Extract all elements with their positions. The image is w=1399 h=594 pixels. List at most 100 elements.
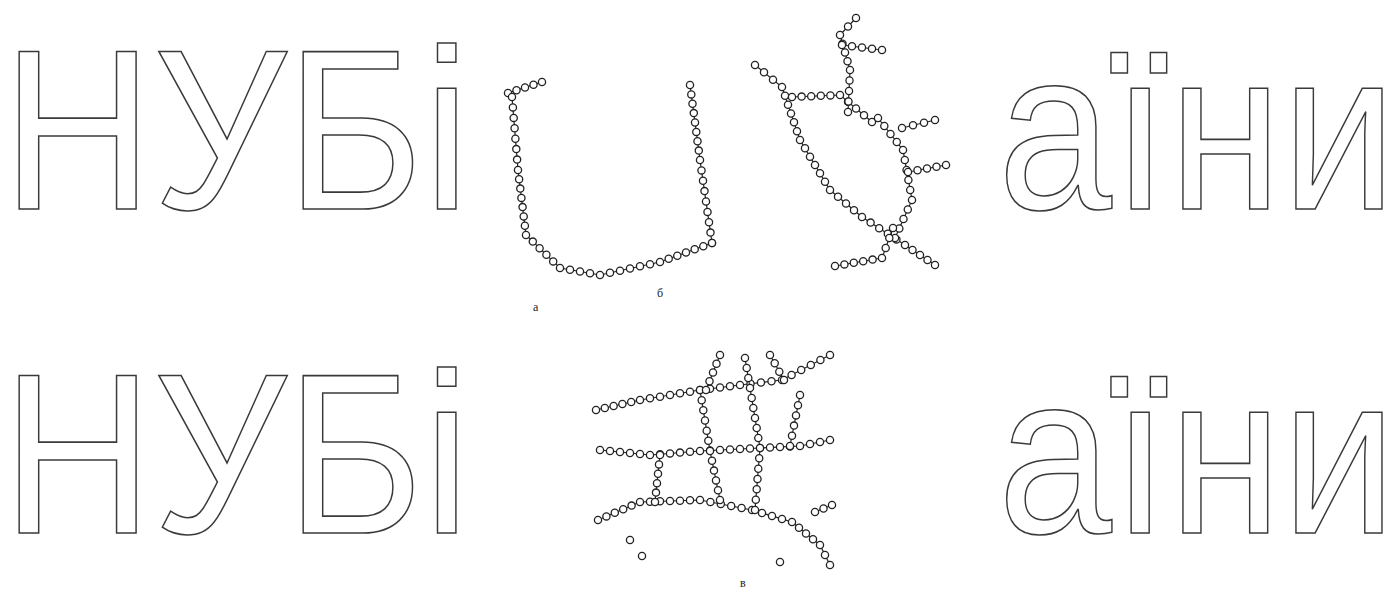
monomer-bead <box>736 381 743 388</box>
monomer-bead <box>514 156 521 163</box>
monomer-bead <box>760 69 767 76</box>
monomer-bead <box>726 383 733 390</box>
monomer-bead <box>795 524 802 531</box>
monomer-bead <box>708 239 715 246</box>
monomer-bead <box>576 268 583 275</box>
monomer-bead <box>776 368 783 375</box>
monomer-bead <box>778 515 785 522</box>
monomer-bead <box>942 161 949 168</box>
monomer-bead <box>626 449 633 456</box>
monomer-bead <box>530 81 537 88</box>
monomer-bead <box>691 246 698 253</box>
monomer-bead <box>712 477 719 484</box>
monomer-bead <box>793 128 800 135</box>
monomer-bead <box>784 101 791 108</box>
monomer-bead <box>923 165 930 172</box>
monomer-bead <box>513 146 520 153</box>
watermark-text: НУБі <box>2 16 470 244</box>
monomer-bead <box>743 364 750 371</box>
chain-bond <box>700 390 720 500</box>
monomer-bead <box>900 215 907 222</box>
monomer-bead <box>726 446 733 453</box>
monomer-bead <box>792 412 799 419</box>
monomer-bead <box>817 356 824 363</box>
monomer-bead <box>521 84 528 91</box>
monomer-bead <box>738 504 745 511</box>
monomer-bead <box>508 93 515 100</box>
monomer-bead <box>858 213 865 220</box>
watermark-text: аїни <box>998 16 1396 244</box>
monomer-bead <box>689 100 696 107</box>
monomer-bead <box>768 512 775 519</box>
monomer-bead <box>920 119 927 126</box>
monomer-bead <box>700 243 707 250</box>
monomer-bead <box>736 445 743 452</box>
monomer-bead <box>753 424 760 431</box>
monomer-bead <box>766 351 773 358</box>
monomer-bead <box>636 263 643 270</box>
monomer-bead <box>716 496 723 503</box>
monomer-bead <box>616 267 623 274</box>
monomer-bead <box>852 105 859 112</box>
monomer-bead <box>816 541 823 548</box>
monomer-bead <box>831 262 838 269</box>
monomer-bead <box>666 497 673 504</box>
monomer-bead <box>811 161 818 168</box>
monomer-bead <box>756 444 763 451</box>
monomer-bead <box>796 391 803 398</box>
monomer-bead <box>594 516 601 523</box>
monomer-bead <box>796 442 803 449</box>
monomer-bead <box>543 251 550 258</box>
monomer-bead <box>698 397 705 404</box>
figure-letter: в <box>740 576 746 591</box>
monomer-bead <box>931 261 938 268</box>
monomer-bead <box>820 505 827 512</box>
monomer-bead <box>704 208 711 215</box>
monomer-bead <box>636 396 643 403</box>
monomer-bead <box>766 444 773 451</box>
monomer-bead <box>536 245 543 252</box>
monomer-bead <box>826 561 833 568</box>
monomer-bead <box>780 376 787 383</box>
monomer-bead <box>746 384 753 391</box>
monomer-bead <box>646 395 653 402</box>
monomer-bead <box>705 437 712 444</box>
monomer-bead <box>751 414 758 421</box>
monomer-bead <box>596 446 603 453</box>
monomer-bead <box>881 122 888 129</box>
monomer-bead <box>808 93 815 100</box>
chain-bond <box>878 118 912 238</box>
monomer-bead <box>676 390 683 397</box>
monomer-bead <box>519 204 526 211</box>
monomer-bead <box>858 44 865 51</box>
monomer-bead <box>700 407 707 414</box>
monomer-bead <box>806 440 813 447</box>
monomer-bead <box>656 258 663 265</box>
monomer-bead <box>788 432 795 439</box>
monomer-bead <box>707 498 714 505</box>
monomer-bead <box>636 450 643 457</box>
monomer-bead <box>816 438 823 445</box>
monomer-bead <box>817 92 824 99</box>
monomer-bead <box>656 451 663 458</box>
monomer-bead <box>751 506 758 513</box>
monomer-bead <box>778 83 785 90</box>
monomer-bead <box>845 87 852 94</box>
monomer-bead <box>914 167 921 174</box>
chain-bond <box>512 97 712 275</box>
monomer-bead <box>776 558 783 565</box>
monomer-bead <box>713 360 720 367</box>
monomer-bead <box>606 269 613 276</box>
monomer-bead <box>676 449 683 456</box>
monomer-bead <box>676 497 683 504</box>
monomer-bead <box>710 467 717 474</box>
monomer-bead <box>802 530 809 537</box>
monomer-bead <box>836 91 843 98</box>
monomer-bead <box>827 92 834 99</box>
monomer-bead <box>702 386 709 393</box>
monomer-bead <box>806 153 813 160</box>
monomer-bead <box>867 219 874 226</box>
monomer-bead <box>776 443 783 450</box>
chain-bond <box>690 85 712 243</box>
monomer-bead <box>691 119 698 126</box>
